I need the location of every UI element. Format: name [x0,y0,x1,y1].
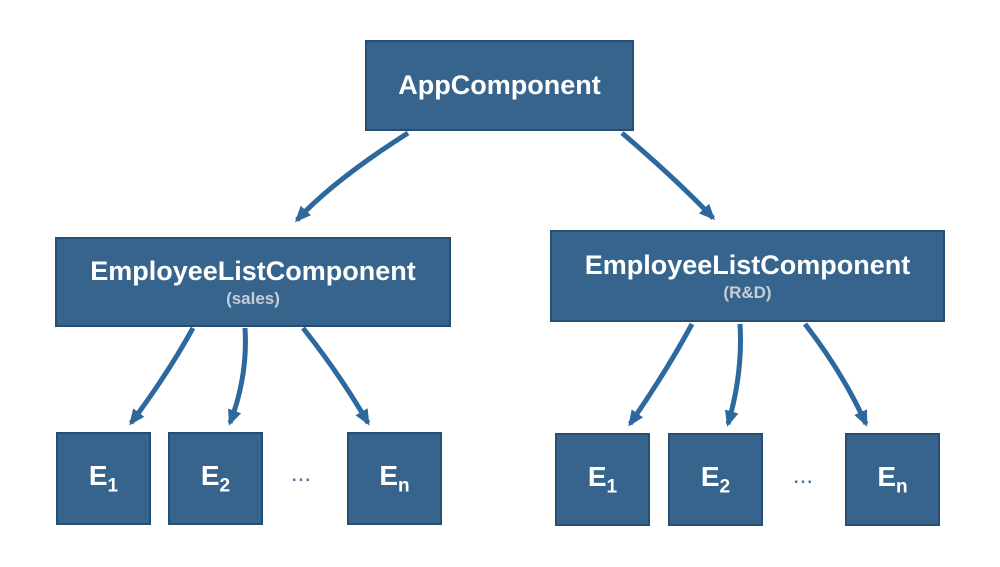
employee-list-sales-node: EmployeeListComponent (sales) [55,237,451,327]
employee-list-rd-label: EmployeeListComponent [584,249,911,280]
app-component-node: AppComponent [365,40,634,131]
app-component-label: AppComponent [398,69,601,100]
employee-list-rd-node: EmployeeListComponent (R&D) [550,230,945,322]
rd-employee-n-label: En [877,460,908,498]
edge-root-to-sales [294,130,410,223]
edge-rd-to-e2 [724,323,743,427]
sales-employee-1-node: E1 [56,432,151,525]
sales-employee-2-label: E2 [200,459,231,497]
sales-employee-2-node: E2 [168,432,263,525]
edge-rd-to-en [803,322,869,427]
edge-sales-to-en [301,326,371,426]
edge-root-to-rd [620,131,716,221]
rd-employee-2-label: E2 [700,460,731,498]
rd-employee-2-node: E2 [668,433,763,526]
sales-ellipsis: ... [291,466,313,485]
rd-employee-1-node: E1 [555,433,650,526]
edge-rd-to-e1 [627,322,695,427]
employee-list-sales-label: EmployeeListComponent [90,255,416,286]
sales-employee-1-label: E1 [88,459,119,497]
rd-employee-1-label: E1 [587,460,618,498]
employee-list-sales-sublabel: (sales) [226,288,280,308]
sales-employee-n-label: En [379,459,410,497]
edge-sales-to-e2 [227,327,248,426]
edge-sales-to-e1 [128,326,196,426]
rd-ellipsis: ... [793,468,815,487]
rd-employee-n-node: En [845,433,940,526]
employee-list-rd-sublabel: (R&D) [723,282,772,302]
sales-employee-n-node: En [347,432,442,525]
